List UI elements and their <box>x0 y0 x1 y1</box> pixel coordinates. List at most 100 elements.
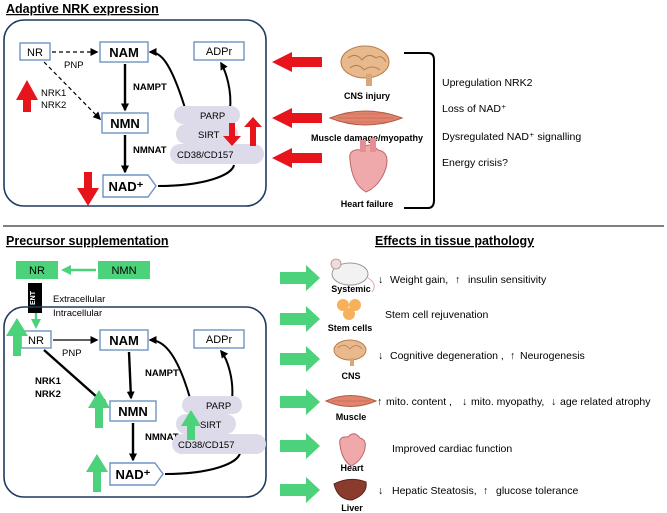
cns-brain-icon <box>333 339 367 366</box>
nmn-up-arrow <box>88 390 110 428</box>
consequence-signalling: Dysregulated NAD⁺ signalling <box>442 131 581 143</box>
ext-node-nmn: NMN <box>98 261 150 279</box>
bottom-enzyme-cd38: CD38/CD157 <box>178 440 235 451</box>
bottom-arrow-enzymes-adpr <box>220 349 234 401</box>
consumer-green-up-arrow <box>181 410 201 440</box>
effect-arrow-heart <box>280 433 320 459</box>
bottom-enzyme-sirt: SIRT <box>200 420 222 431</box>
effect-organ-muscle: Muscle <box>336 412 367 422</box>
top-node-nam: NAM <box>99 41 149 63</box>
top-enzyme-nampt: NAMPT <box>133 82 167 93</box>
bottom-enzyme-nrk2: NRK2 <box>35 389 61 400</box>
top-arrow-enzymes-nam <box>148 48 186 109</box>
bottom-enzyme-cloud: PARP SIRT CD38/CD157 <box>172 396 266 454</box>
top-arrow-nad-enzymes <box>157 164 235 187</box>
top-enzyme-sirt: SIRT <box>198 130 220 141</box>
muscle-damage-arrow <box>272 108 322 128</box>
effect-systemic-part1: Weight gain, <box>390 274 448 286</box>
intracellular-label: Intracellular <box>53 308 102 319</box>
effect-arrow-liver <box>280 477 320 503</box>
effect-arrow-cns <box>280 346 320 372</box>
consequence-nrk2: Upregulation NRK2 <box>442 77 533 89</box>
bottom-enzyme-nmnat: NMNAT <box>145 432 179 443</box>
consequence-energy: Energy crisis? <box>442 157 508 169</box>
effect-arrow-systemic <box>280 265 320 291</box>
bottom-node-nad-label: NAD⁺ <box>115 467 150 482</box>
bottom-enzyme-parp: PARP <box>206 401 231 412</box>
top-node-nmn: NMN <box>101 112 149 134</box>
cns-injury-arrow <box>272 52 322 72</box>
effect-organ-heart: Heart <box>340 463 363 473</box>
top-enzyme-nmnat: NMNAT <box>133 145 167 156</box>
consumer-up-arrow <box>244 117 262 146</box>
top-node-nam-label: NAM <box>109 45 139 60</box>
up-arrow-icon: ↑ <box>455 274 460 286</box>
heart-failure-arrow <box>272 148 322 168</box>
top-node-nad-label: NAD⁺ <box>108 179 143 194</box>
bottom-node-adpr-label: ADPr <box>206 334 233 346</box>
effect-cns-part2: Neurogenesis <box>520 350 585 362</box>
up-arrow-icon: ↑ <box>510 350 515 362</box>
effect-arrow-muscle <box>280 389 320 415</box>
heart-effect-icon <box>339 433 366 467</box>
ext-node-nmn-label: NMN <box>111 265 136 277</box>
effect-muscle-part2: mito. myopathy, <box>471 396 544 408</box>
extracellular-label: Extracellular <box>53 294 105 305</box>
effect-heart-part1: Improved cardiac function <box>392 443 512 455</box>
bottom-enzyme-nampt: NAMPT <box>145 368 179 379</box>
top-panel-title: Adaptive NRK expression <box>6 2 159 16</box>
effect-liver-part2: glucose tolerance <box>496 485 578 497</box>
bottom-node-nam-label: NAM <box>109 333 139 348</box>
ext-node-nr-label: NR <box>29 265 45 277</box>
effect-organ-cns: CNS <box>341 371 360 381</box>
bottom-enzyme-nrk1: NRK1 <box>35 376 62 387</box>
effect-stem-cells-part1: Stem cell rejuvenation <box>385 309 488 321</box>
top-enzyme-cloud: PARP SIRT CD38/CD157 <box>170 106 264 164</box>
down-arrow-icon: ↓ <box>462 396 467 408</box>
ent-label: ENT <box>30 290 37 305</box>
top-enzyme-cd38: CD38/CD157 <box>177 150 234 161</box>
top-arrow-nr-nmn <box>43 61 102 121</box>
consumer-down-arrow <box>223 123 241 146</box>
nad-up-arrow <box>86 454 108 492</box>
bottom-node-nr: NR <box>20 330 52 349</box>
effect-liver-part1: Hepatic Steatosis, <box>392 485 477 497</box>
effect-organ-liver: Liver <box>341 503 363 513</box>
effect-muscle-part3: age related atrophy <box>560 396 651 408</box>
bottom-node-nam: NAM <box>99 329 149 351</box>
muscle-effect-icon <box>324 395 378 407</box>
stem-cells-icon <box>337 299 361 320</box>
top-node-nr-label: NR <box>27 47 43 59</box>
bottom-enzyme-pnp: PNP <box>62 348 82 359</box>
liver-icon <box>333 478 367 501</box>
effect-muscle-part1: mito. content , <box>386 396 452 408</box>
up-arrow-icon: ↑ <box>483 485 488 497</box>
muscle-icon <box>328 110 404 126</box>
effects-list: Systemic ↓ Weight gain, ↑ insulin sensit… <box>280 258 651 513</box>
top-enzyme-pnp: PNP <box>64 60 84 71</box>
bottom-left-title: Precursor supplementation <box>6 234 169 248</box>
bottom-right-title: Effects in tissue pathology <box>375 234 534 248</box>
top-node-nad: NAD⁺ <box>102 174 157 198</box>
top-arrow-enzymes-adpr <box>220 61 232 111</box>
nr-up-arrow <box>6 318 28 356</box>
condition-heart-failure: Heart failure <box>341 199 394 209</box>
down-arrow-icon: ↓ <box>378 485 383 497</box>
bottom-cell-box <box>3 306 267 498</box>
consequence-bracket <box>404 52 435 209</box>
bottom-arrow-nam-nmn <box>126 351 135 400</box>
top-enzyme-parp: PARP <box>200 111 225 122</box>
bottom-node-nr-label: NR <box>28 335 44 347</box>
effect-organ-stem-cells: Stem cells <box>328 323 373 333</box>
bottom-node-nad: NAD⁺ <box>109 462 164 486</box>
top-node-adpr-label: ADPr <box>206 46 233 58</box>
condition-muscle-damage: Muscle damage/myopathy <box>311 133 423 143</box>
effect-arrow-stem-cells <box>280 306 320 332</box>
bottom-arrow-nad-enzymes <box>164 452 241 475</box>
bottom-node-nmn: NMN <box>109 400 157 422</box>
bottom-node-adpr: ADPr <box>193 329 245 349</box>
consequence-nad-loss: Loss of NAD⁺ <box>442 103 507 115</box>
top-cell-box <box>3 19 267 207</box>
effect-cns-part1: Cognitive degeneration , <box>390 350 504 362</box>
